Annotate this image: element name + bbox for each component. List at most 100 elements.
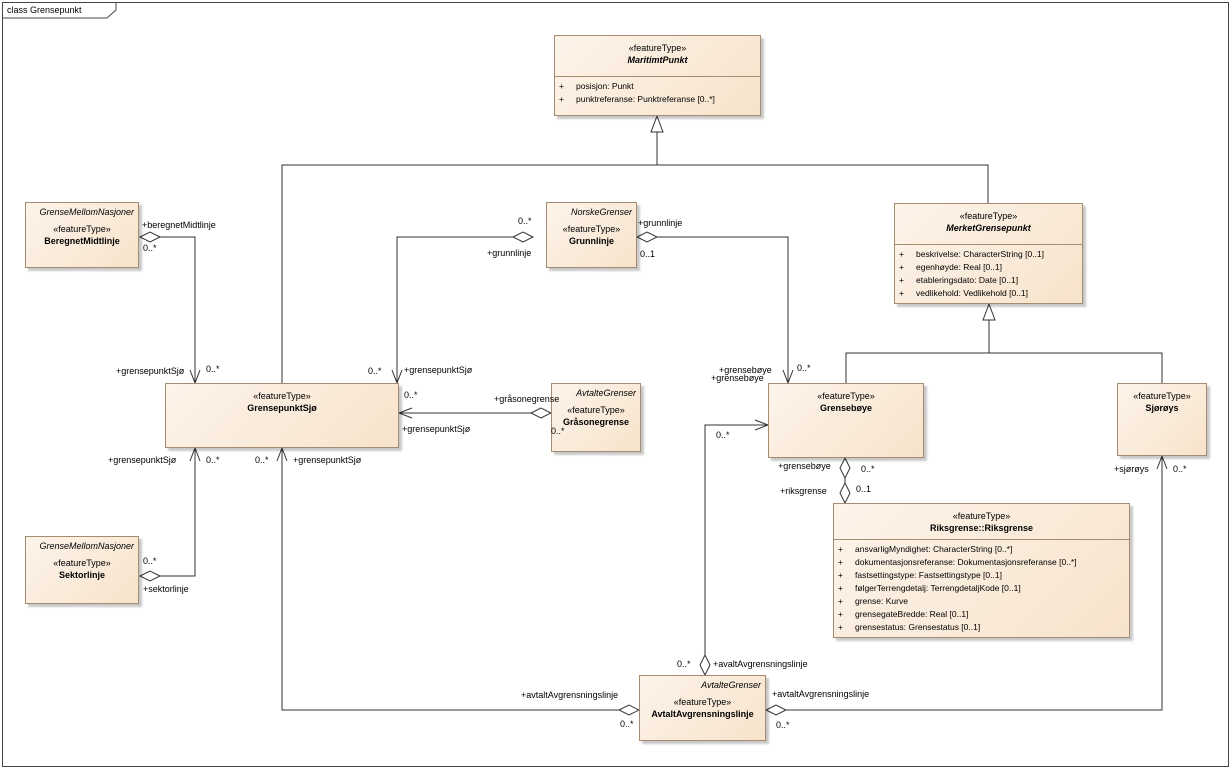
frame-tab-shape	[2, 2, 117, 19]
role-label: +grensepunktSjø	[404, 365, 473, 375]
aggregation-diamond-grunnlinje-left	[511, 231, 535, 243]
aggregation-diamond-riks-bottom	[839, 481, 851, 505]
multiplicity-label: 0..*	[206, 455, 220, 465]
stereotype-label: «featureType»	[628, 43, 687, 53]
class-name: AvtaltAvgrensningslinje	[651, 709, 754, 719]
assoc-beregnet-grensepunktsjo	[160, 236, 196, 383]
generalization-merketgrensepunkt	[657, 164, 989, 203]
class-avtaltavgrensningslinje[interactable]: AvtalteGrenser «featureType» AvtaltAvgre…	[639, 675, 766, 741]
arrowhead-grasonegrense	[397, 407, 413, 419]
class-merketgrensepunkt[interactable]: «featureType» MerketGrensepunkt +beskriv…	[894, 203, 1083, 304]
multiplicity-label: 0..*	[518, 216, 532, 226]
multiplicity-label: 0..*	[143, 243, 157, 253]
role-label: +grensepunktSjø	[108, 455, 177, 465]
class-name: Grunnlinje	[569, 236, 614, 246]
class-grasonegrense[interactable]: AvtalteGrenser «featureType» Gråsonegren…	[551, 383, 641, 452]
role-label: +grunnlinje	[487, 248, 532, 258]
multiplicity-label: 0..*	[677, 659, 691, 669]
class-name: Riksgrense::Riksgrense	[929, 523, 1034, 533]
multiplicity-label: 0..*	[404, 390, 418, 400]
multiplicity-label: 0..*	[1173, 464, 1187, 474]
class-name: BeregnetMidtlinje	[44, 236, 120, 246]
multiplicity-label: 0..*	[206, 364, 220, 374]
class-name: GrensepunktSjø	[247, 403, 317, 413]
aggregation-diamond-avtalt-up	[699, 653, 711, 677]
role-label: +sektorlinje	[143, 584, 189, 594]
attribute-list: +ansvarligMyndighet: CharacterString [0.…	[834, 539, 1129, 634]
multiplicity-label: 0..*	[551, 426, 565, 436]
stereotype-label: «featureType»	[53, 224, 111, 234]
stereotype-label: «featureType»	[673, 697, 732, 707]
class-grunnlinje[interactable]: NorskeGrenser «featureType» Grunnlinje	[546, 202, 637, 268]
attribute-row: +posisjon: Punkt	[559, 81, 634, 91]
attribute-row: +fastsettingstype: Fastsettingstype [0..…	[838, 570, 1002, 580]
class-grensepunktsjo[interactable]: «featureType» GrensepunktSjø	[165, 383, 399, 448]
multiplicity-label: 0..*	[255, 455, 269, 465]
stereotype-label: «featureType»	[1133, 391, 1191, 401]
package-name: GrenseMellomNasjoner	[39, 541, 134, 551]
class-maritimtpunkt[interactable]: «featureType» MaritimtPunkt +posisjon: P…	[554, 35, 761, 116]
stereotype-label: «featureType»	[567, 405, 625, 415]
arrowhead-avtalt-gps	[276, 446, 288, 462]
class-name: MerketGrensepunkt	[946, 223, 1031, 233]
multiplicity-label: 0..*	[368, 366, 382, 376]
multiplicity-label: 0..*	[797, 363, 811, 373]
aggregation-diamond-sektorlinje	[138, 570, 162, 582]
stereotype-label: «featureType»	[562, 224, 621, 234]
arrowhead-sektorlinje	[189, 446, 201, 462]
attribute-row: +grensegateBredde: Real [0..1]	[838, 609, 969, 619]
role-label: +grensepunktSjø	[293, 455, 362, 465]
class-name: Sjørøys	[1145, 403, 1179, 413]
generalization-grensepunktsjo	[281, 132, 658, 383]
aggregation-diamond-avtalt-left	[617, 704, 641, 716]
assoc-avtalt-grensepunktsjo	[281, 448, 619, 711]
generalization-grenseboye	[845, 352, 1163, 383]
class-sjoroys[interactable]: «featureType» Sjørøys	[1117, 383, 1207, 456]
role-label: +grensebøye	[719, 365, 772, 375]
role-label: +grensebøye	[711, 373, 764, 383]
package-name: NorskeGrenser	[570, 207, 632, 217]
attribute-list: +beskrivelse: CharacterString [0..1] +eg…	[895, 244, 1082, 300]
class-name: MaritimtPunkt	[627, 55, 688, 65]
generalization-arrow-maritimtpunkt	[650, 114, 664, 133]
class-name: Sektorlinje	[58, 570, 105, 580]
assoc-avtalt-sjoroys	[786, 456, 1163, 711]
role-label: +riksgrense	[780, 486, 827, 496]
multiplicity-label: 0..*	[861, 464, 875, 474]
stereotype-label: «featureType»	[817, 391, 875, 401]
role-label: +avtaltAvgrensningslinje	[772, 689, 870, 699]
stereotype-label: «featureType»	[952, 511, 1011, 521]
class-sektorlinje[interactable]: GrenseMellomNasjoner «featureType» Sekto…	[25, 536, 139, 604]
class-riksgrense[interactable]: «featureType» Riksgrense::Riksgrense +an…	[833, 503, 1130, 638]
stereotype-label: «featureType»	[253, 391, 311, 401]
stereotype-label: «featureType»	[959, 211, 1018, 221]
attribute-row: +punktreferanse: Punktreferanse [0..*]	[559, 94, 715, 104]
role-label: +grensebøye	[778, 461, 831, 471]
attribute-row: +vedlikehold: Vedlikehold [0..1]	[899, 288, 1028, 298]
class-name: Gråsonegrense	[562, 417, 630, 427]
attribute-row: +grensestatus: Grensestatus [0..1]	[838, 622, 981, 632]
aggregation-diamond-grunnlinje-right	[635, 231, 659, 243]
package-name: AvtalteGrenser	[701, 680, 761, 690]
role-label: +gråsonegrense	[494, 394, 560, 404]
class-grenseboye[interactable]: «featureType» Grensebøye	[768, 383, 924, 458]
attribute-row: +egenhøyde: Real [0..1]	[899, 262, 1003, 272]
role-label: +avtaltAvgrensningslinje	[521, 690, 619, 700]
attribute-row: +følgerTerrengdetalj: TerrengdetaljKode …	[838, 583, 1021, 593]
attribute-row: +dokumentasjonsreferanse: Dokumentasjons…	[838, 557, 1077, 567]
attribute-row: +beskrivelse: CharacterString [0..1]	[899, 249, 1045, 259]
role-label: +beregnetMidtlinje	[142, 220, 216, 230]
package-name: AvtalteGrenser	[576, 388, 636, 398]
package-name: GrenseMellomNasjoner	[39, 207, 134, 217]
role-label: +grunnlinje	[638, 218, 683, 228]
multiplicity-label: 0..1	[856, 484, 872, 494]
attribute-list: +posisjon: Punkt +punktreferanse: Punktr…	[555, 76, 760, 106]
multiplicity-label: 0..1	[640, 249, 656, 259]
class-beregnetmidtlinje[interactable]: GrenseMellomNasjoner «featureType» Bereg…	[25, 202, 139, 268]
assoc-grunnlinje-grenseboye	[657, 236, 789, 383]
aggregation-diamond-beregnet	[138, 231, 162, 243]
generalization-arrow-merketgrensepunkt	[982, 302, 996, 321]
aggregation-diamond-avtalt-right	[764, 704, 788, 716]
aggregation-diamond-grasonegrense	[529, 407, 553, 419]
